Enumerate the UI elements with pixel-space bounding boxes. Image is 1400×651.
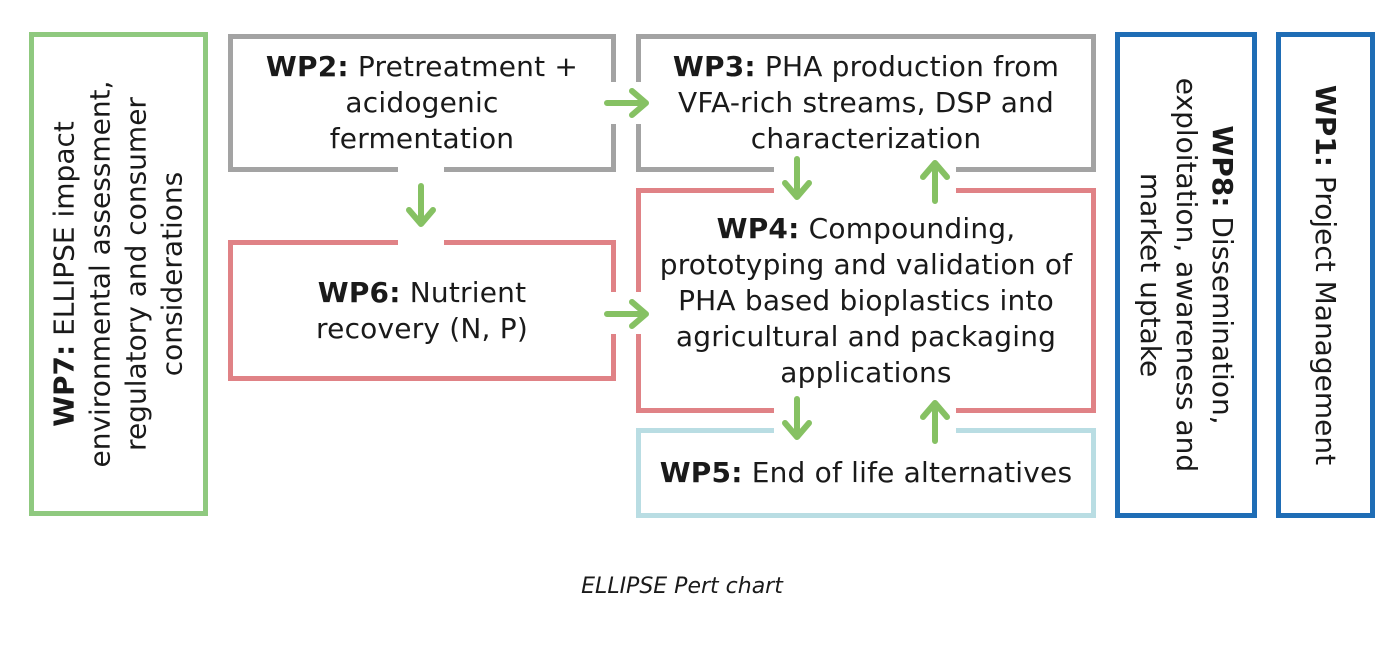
wp1-box xyxy=(1276,32,1375,518)
wp8-line-3: market uptake xyxy=(1134,172,1167,378)
arrow-wp4-to-wp3 xyxy=(920,160,950,204)
wp3-line-1: PHA production from xyxy=(764,50,1060,83)
wp2-line-2: acidogenic xyxy=(345,86,499,119)
wp5-id: WP5: xyxy=(659,456,743,489)
gap-wp5-top xyxy=(774,426,956,434)
wp4-line-3: PHA based bioplastics into xyxy=(678,283,1054,317)
arrow-wp5-to-wp4 xyxy=(920,400,950,444)
wp1-text-wrap: WP1: Project Management xyxy=(1276,32,1375,518)
gap-wp6-top xyxy=(398,238,444,246)
wp7-line-3: regulatory and consumer xyxy=(119,97,153,451)
wp2-box: WP2: Pretreatment + acidogenic fermentat… xyxy=(228,34,616,172)
wp2-id: WP2: xyxy=(265,50,349,83)
wp4-line-2: prototyping and validation of xyxy=(659,247,1073,281)
wp5-label: WP5: End of life alternatives xyxy=(660,455,1073,491)
wp5-line-1: End of life alternatives xyxy=(751,456,1073,489)
wp8-line-1: Dissemination, xyxy=(1206,216,1239,425)
wp6-line-2: recovery (N, P) xyxy=(316,311,528,345)
arrow-wp3-to-wp4 xyxy=(782,156,812,200)
wp6-line-1: Nutrient xyxy=(409,275,527,309)
wp4-box: WP4: Compounding, prototyping and valida… xyxy=(636,188,1096,413)
wp7-line-2: environmental assessment, xyxy=(83,80,117,468)
gap-wp4-top xyxy=(774,186,956,194)
wp7-box xyxy=(29,32,208,516)
wp4-line-1: Compounding, xyxy=(808,211,1016,245)
wp3-line-3: characterization xyxy=(750,122,982,155)
wp6-box: WP6: Nutrient recovery (N, P) xyxy=(228,240,616,381)
wp3-line-2: VFA-rich streams, DSP and xyxy=(678,86,1054,119)
wp1-id: WP1: xyxy=(1309,84,1343,168)
wp8-line-2: exploitation, awareness and xyxy=(1170,77,1203,473)
wp6-label: WP6: Nutrient recovery (N, P) xyxy=(316,275,528,347)
wp8-box xyxy=(1115,32,1257,518)
arrow-wp6-to-wp4 xyxy=(604,299,649,329)
arrow-wp2-to-wp6 xyxy=(406,183,436,227)
wp6-id: WP6: xyxy=(317,275,401,309)
chart-caption: ELLIPSE Pert chart xyxy=(581,574,783,599)
wp3-box: WP3: PHA production from VFA-rich stream… xyxy=(636,34,1096,172)
wp2-label: WP2: Pretreatment + acidogenic fermentat… xyxy=(266,49,578,157)
wp7-line-1: ELLIPSE impact xyxy=(47,121,81,336)
wp1-label: WP1: Project Management xyxy=(1308,85,1344,465)
wp7-label: WP7: ELLIPSE impact environmental assess… xyxy=(47,80,191,467)
wp2-line-3: fermentation xyxy=(329,122,515,155)
wp4-id: WP4: xyxy=(716,211,800,245)
wp4-line-5: applications xyxy=(780,355,952,389)
arrow-wp4-to-wp5 xyxy=(782,396,812,440)
wp3-label: WP3: PHA production from VFA-rich stream… xyxy=(673,49,1059,157)
wp7-text-wrap: WP7: ELLIPSE impact environmental assess… xyxy=(29,32,208,516)
wp5-box: WP5: End of life alternatives xyxy=(636,428,1096,518)
wp8-label: WP8: Dissemination, exploitation, awaren… xyxy=(1132,78,1240,472)
wp1-line-1: Project Management xyxy=(1309,175,1343,466)
gap-wp4-bottom xyxy=(774,407,956,415)
wp7-line-4: considerations xyxy=(155,171,189,377)
wp8-id: WP8: xyxy=(1206,125,1239,208)
wp2-line-1: Pretreatment + xyxy=(357,50,579,83)
wp3-id: WP3: xyxy=(672,50,756,83)
gap-wp2-bottom xyxy=(398,166,444,174)
wp8-text-wrap: WP8: Dissemination, exploitation, awaren… xyxy=(1115,32,1257,518)
wp7-id: WP7: xyxy=(47,344,81,427)
wp4-label: WP4: Compounding, prototyping and valida… xyxy=(660,211,1073,391)
wp4-line-4: agricultural and packaging xyxy=(675,319,1057,353)
arrow-wp2-to-wp3 xyxy=(604,88,649,118)
gap-wp3-bottom xyxy=(774,166,956,174)
